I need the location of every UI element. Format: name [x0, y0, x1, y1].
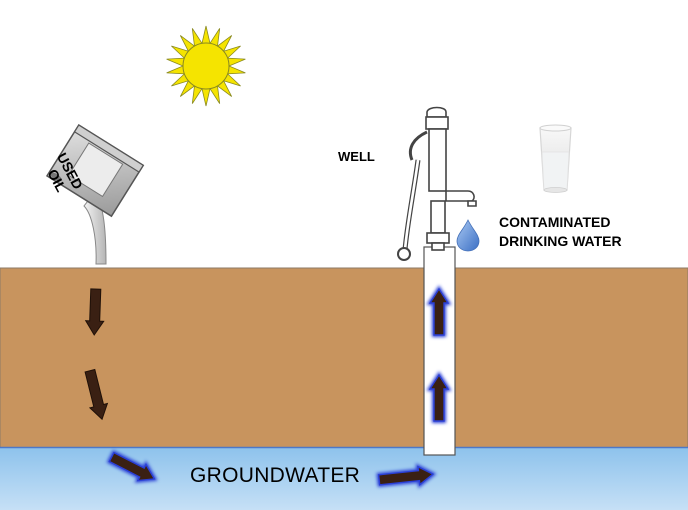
well-arrow-lower — [426, 371, 452, 423]
water-glass-icon — [539, 124, 572, 193]
groundwater-arrow-left — [106, 449, 158, 483]
soil-arrow-2 — [84, 368, 109, 421]
contaminated-water-label-line1: CONTAMINATED — [499, 214, 611, 230]
groundwater-arrow-right — [376, 463, 437, 489]
contaminated-water-label: CONTAMINATED DRINKING WATER — [499, 213, 622, 251]
well-shaft — [423, 246, 456, 456]
soil-layer — [0, 267, 688, 449]
well-label: WELL — [338, 149, 375, 164]
flow-arrows — [84, 285, 452, 489]
groundwater-label: GROUNDWATER — [190, 464, 361, 487]
hand-pump-icon — [397, 106, 477, 261]
sun-icon — [166, 25, 246, 107]
oil-can-icon — [45, 123, 145, 218]
well-arrow-upper — [426, 285, 452, 337]
soil-arrow-1 — [84, 288, 105, 336]
contaminated-water-label-line2: DRINKING WATER — [499, 233, 622, 249]
water-drop-icon — [456, 219, 480, 252]
